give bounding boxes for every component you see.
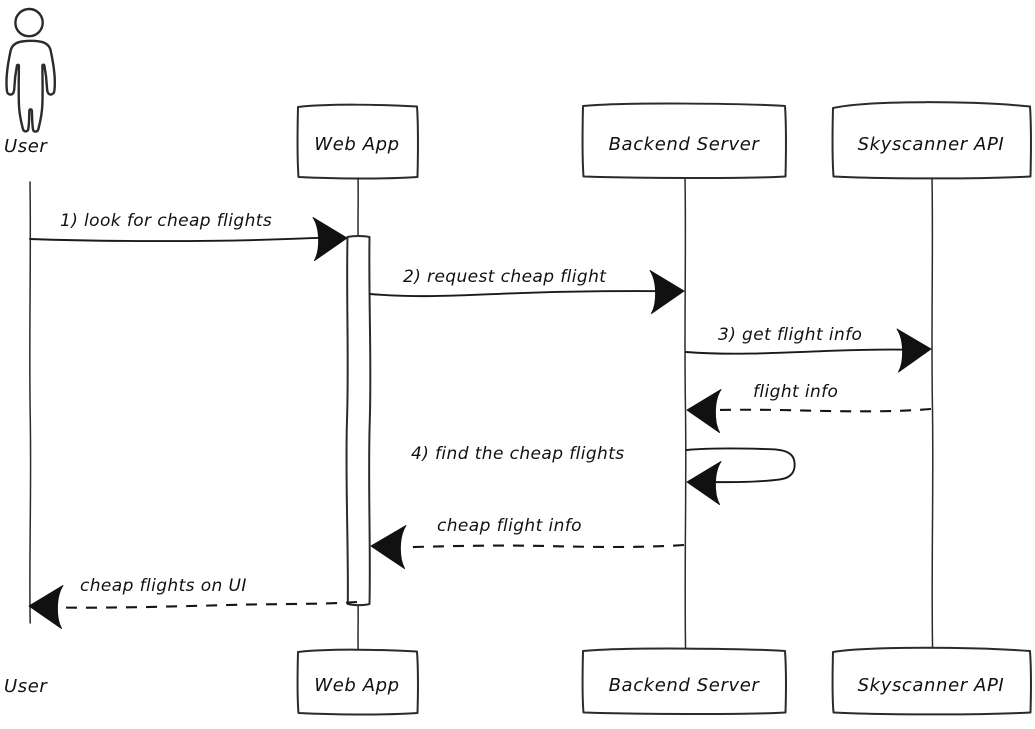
participant-label-backend-top: Backend Server bbox=[609, 134, 761, 155]
message-6-arrowhead bbox=[370, 525, 407, 569]
participant-box-backend-bottom[interactable]: Backend Server bbox=[581, 647, 787, 716]
lifeline-api bbox=[931, 177, 934, 652]
participant-box-api-bottom[interactable]: Skyscanner API bbox=[831, 646, 1032, 716]
message-4-line bbox=[699, 407, 932, 413]
participant-label-api-top: Skyscanner API bbox=[858, 134, 1005, 155]
message-3-line bbox=[685, 348, 921, 355]
participant-label-webapp-bottom: Web App bbox=[314, 675, 399, 696]
message-1-look-for-cheap-flights[interactable]: 1) look for cheap flights bbox=[29, 211, 348, 261]
message-6-cheap-flight-info[interactable]: cheap flight info bbox=[370, 516, 685, 569]
message-2-line bbox=[369, 290, 673, 298]
message-6-line bbox=[404, 543, 685, 549]
participant-label-user-bottom: User bbox=[4, 676, 48, 697]
message-5-find-the-cheap-flights[interactable]: 4) find the cheap flights bbox=[411, 444, 796, 505]
message-2-label: 2) request cheap flight bbox=[403, 267, 607, 287]
lifeline-backend bbox=[684, 177, 687, 652]
message-3-get-flight-info[interactable]: 3) get flight info bbox=[685, 325, 932, 373]
message-1-label: 1) look for cheap flights bbox=[60, 211, 272, 231]
message-7-arrowhead bbox=[28, 585, 64, 629]
message-5-label: 4) find the cheap flights bbox=[411, 444, 625, 464]
activation-bar-webapp bbox=[345, 234, 372, 607]
participant-box-api-top[interactable]: Skyscanner API bbox=[831, 101, 1032, 180]
message-7-cheap-flights-on-ui[interactable]: cheap flights on UI bbox=[28, 576, 358, 629]
participant-label-backend-bottom: Backend Server bbox=[609, 675, 761, 696]
message-1-arrowhead bbox=[312, 217, 348, 261]
actor-user-icon bbox=[5, 7, 57, 133]
message-2-arrowhead bbox=[649, 270, 685, 314]
message-5-arrowhead bbox=[686, 461, 722, 505]
message-1-line bbox=[29, 236, 345, 243]
message-4-arrowhead bbox=[686, 389, 722, 433]
message-3-arrowhead bbox=[896, 328, 932, 373]
message-7-label: cheap flights on UI bbox=[80, 576, 247, 596]
message-6-label: cheap flight info bbox=[437, 516, 582, 536]
participant-box-backend-top[interactable]: Backend Server bbox=[581, 102, 787, 180]
message-5-loop-line bbox=[686, 447, 796, 484]
lifeline-user bbox=[29, 181, 32, 624]
message-3-label: 3) get flight info bbox=[718, 325, 862, 345]
message-4-label: flight info bbox=[753, 382, 838, 402]
participant-label-api-bottom: Skyscanner API bbox=[858, 675, 1005, 696]
message-4-flight-info[interactable]: flight info bbox=[686, 382, 932, 433]
message-7-line bbox=[61, 600, 358, 609]
participant-box-webapp-top[interactable]: Web App bbox=[296, 103, 419, 180]
participant-label-user-top: User bbox=[4, 136, 48, 157]
message-2-request-cheap-flight[interactable]: 2) request cheap flight bbox=[369, 267, 685, 314]
participant-box-webapp-bottom[interactable]: Web App bbox=[296, 648, 419, 716]
participant-label-webapp-top: Web App bbox=[314, 134, 399, 155]
